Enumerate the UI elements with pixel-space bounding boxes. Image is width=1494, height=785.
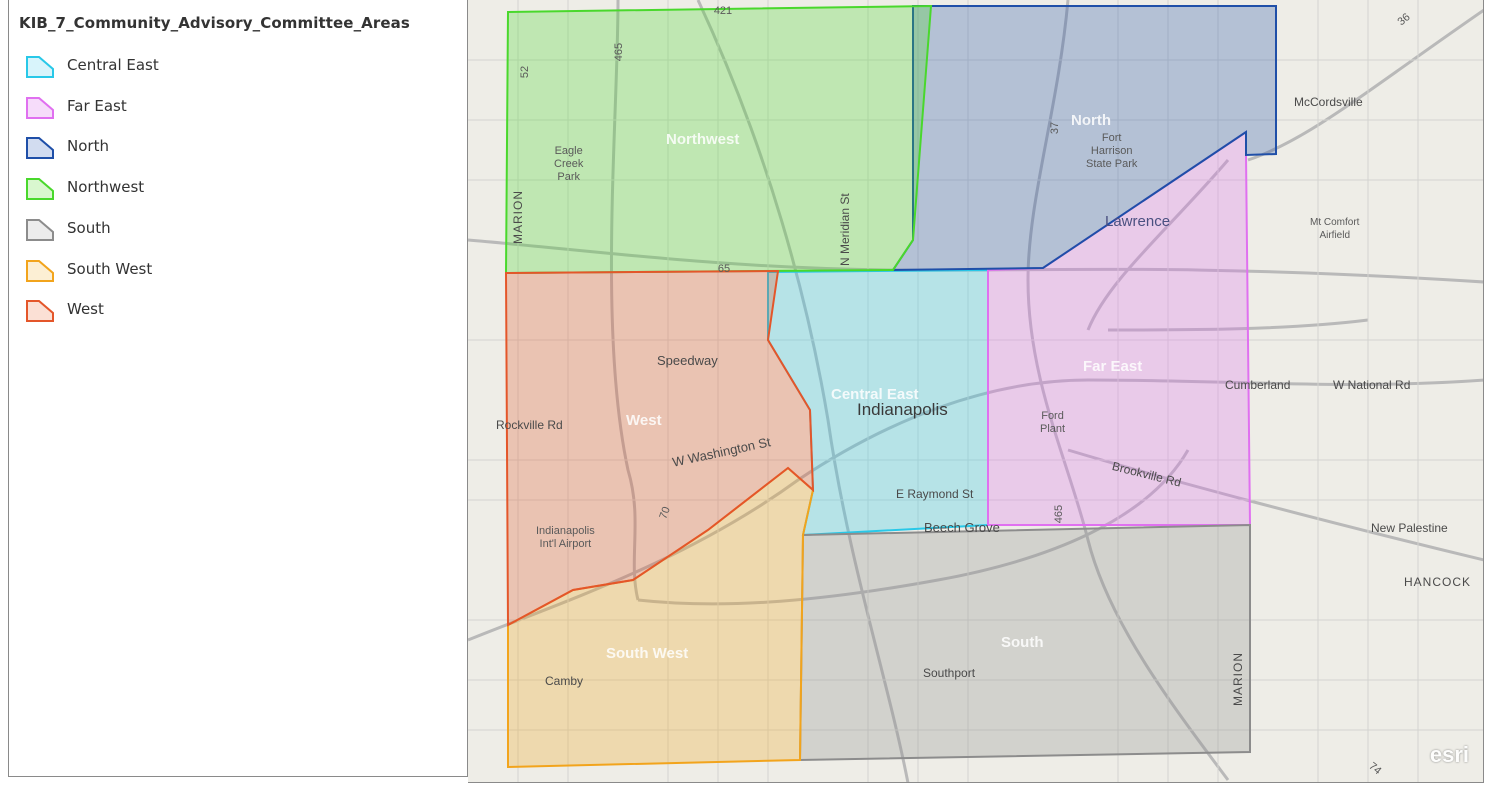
place-label-speedway: Speedway	[657, 353, 718, 368]
place-label-camby: Camby	[545, 674, 584, 688]
area-label-far-east: Far East	[1083, 358, 1143, 375]
legend-item-central-east: Central East	[21, 51, 441, 81]
place-label-indianapolis: Indianapolis	[857, 400, 948, 419]
place-label-fort-harrison: Fort Harrison State Park	[1086, 132, 1138, 170]
place-label-mccordsville: McCordsville	[1294, 95, 1363, 109]
place-label-marion-west: MARION	[511, 190, 525, 244]
legend-swatch-icon	[26, 96, 54, 119]
place-label-eagle-creek-park: Eagle Creek Park	[554, 145, 584, 183]
legend-swatch-icon	[26, 218, 54, 241]
committee-areas	[504, 4, 1277, 769]
street-grid	[468, 0, 1483, 782]
area-label-south: South	[1001, 634, 1044, 651]
map-view[interactable]: 465 421 52 65 70 37 465 36 74 Northwest North Ce…	[468, 0, 1484, 783]
esri-attribution-logo: esri	[1429, 742, 1469, 767]
area-label-north: North	[1071, 112, 1111, 129]
road-label-n-meridian-st: N Meridian St	[838, 193, 852, 266]
area-label-central-east: Central East	[831, 386, 919, 403]
highway-shield-us52: 52	[519, 66, 531, 78]
place-label-airport: Indianapolis Int'l Airport	[536, 525, 595, 550]
legend-item-far-east: Far East	[21, 92, 441, 122]
legend-item-south-west: South West	[21, 255, 441, 285]
place-label-beech-grove: Beech Grove	[924, 520, 1000, 535]
highway-shield-i74: 74	[1366, 760, 1383, 777]
legend-item-label: South	[67, 218, 111, 237]
place-label-cumberland: Cumberland	[1225, 378, 1291, 392]
place-label-hancock: HANCOCK	[1404, 575, 1472, 589]
area-label-northwest: Northwest	[666, 131, 740, 148]
legend-item-label: Northwest	[67, 178, 145, 197]
legend-swatch-icon	[26, 300, 54, 323]
legend-item-north: North	[21, 132, 441, 162]
legend-item-west: West	[21, 295, 441, 325]
legend-swatch-icon	[26, 259, 54, 282]
highway-shield-i65: 65	[718, 263, 730, 275]
place-label-marion-east: MARION	[1231, 652, 1245, 706]
road-label-w-national-rd: W National Rd	[1333, 378, 1411, 392]
legend-item-label: Central East	[67, 56, 159, 74]
highway-shield-i37: 37	[1049, 122, 1061, 134]
legend-item-label: North	[67, 137, 109, 156]
highway-shield-i70: 70	[657, 505, 672, 521]
legend-title: KIB_7_Community_Advisory_Committee_Areas	[19, 14, 410, 32]
area-polygon-west[interactable]	[504, 269, 815, 627]
legend-item-label: Far East	[67, 96, 127, 115]
legend-item-south: South	[21, 214, 441, 244]
place-label-mt-comfort: Mt Comfort Airfield	[1310, 217, 1360, 241]
highway-shields: 465 421 52 65 70 37 465 36 74	[519, 5, 1413, 777]
legend-item-label: West	[67, 300, 104, 319]
area-label-south-west: South West	[606, 645, 689, 662]
road-label-rockville-rd: Rockville Rd	[496, 418, 563, 432]
place-label-new-palestine: New Palestine	[1371, 521, 1448, 535]
highway-shield-i421: 421	[714, 5, 732, 17]
highway-shield-us36: 36	[1396, 11, 1413, 28]
legend-item-label: South West	[67, 259, 153, 278]
legend-panel: KIB_7_Community_Advisory_Committee_Areas…	[8, 0, 468, 777]
area-polygon-northwest[interactable]	[504, 4, 933, 275]
legend-item-northwest: Northwest	[21, 173, 441, 203]
legend-swatch-icon	[26, 178, 54, 201]
area-label-west: West	[626, 412, 662, 429]
road-label-e-raymond-st: E Raymond St	[896, 487, 974, 501]
highway-shield-i465-nw: 465	[613, 43, 625, 61]
legend-swatch-icon	[26, 56, 54, 78]
place-label-ford-plant: Ford Plant	[1040, 410, 1066, 435]
highway-shield-i465-se: 465	[1053, 505, 1065, 523]
legend-swatch-icon	[26, 137, 54, 160]
map-canvas[interactable]: 465 421 52 65 70 37 465 36 74	[468, 0, 1484, 783]
place-label-southport: Southport	[923, 666, 976, 680]
place-label-lawrence: Lawrence	[1105, 213, 1171, 230]
